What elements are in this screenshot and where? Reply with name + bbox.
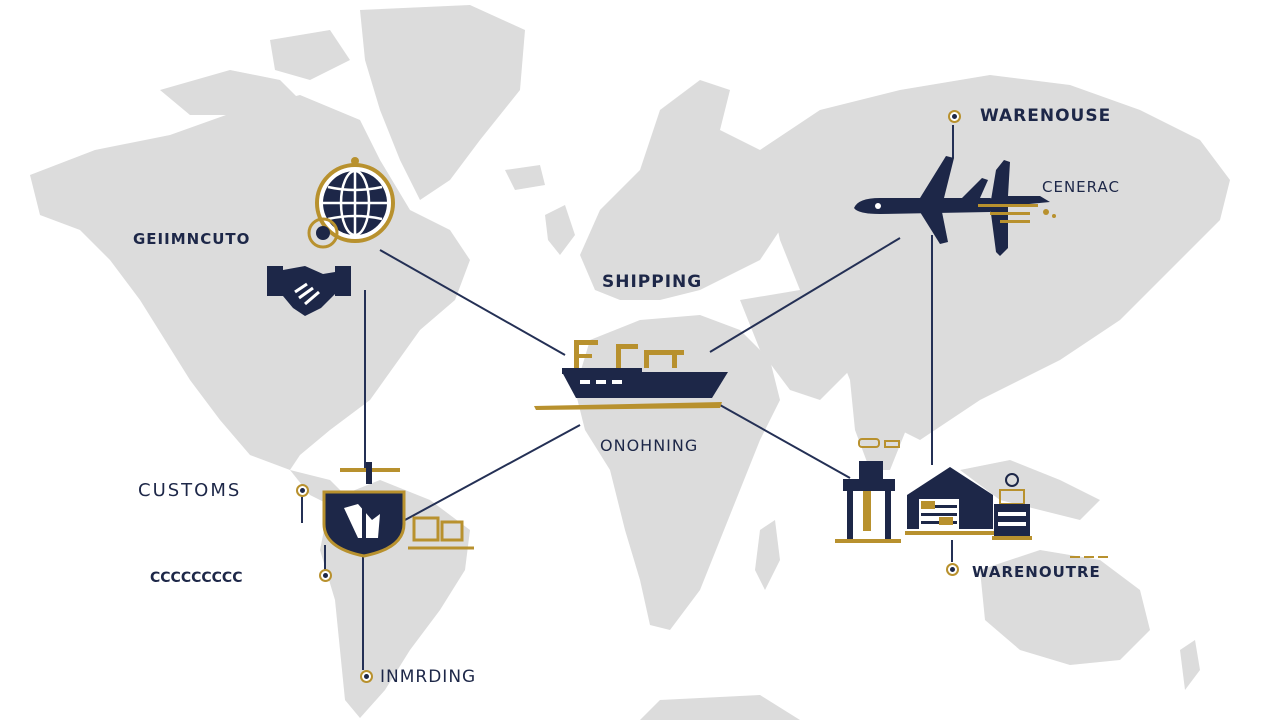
airplane-icon [854, 156, 1056, 256]
label-warenoutre: WARENOUTRE [972, 563, 1101, 581]
label-shipping: SHIPPING [602, 272, 703, 292]
route-shipping-warehouse [719, 404, 851, 479]
pin-warehouse-top [948, 110, 961, 123]
cargo-ship-icon [534, 340, 728, 410]
warehouse-icon [905, 467, 995, 535]
lines-icon [1070, 556, 1108, 558]
customs-shield-icon [322, 462, 474, 558]
pin-warenoutre [946, 563, 959, 576]
label-warehouse-top: WARENOUSE [980, 106, 1112, 126]
route-shipping-customs [404, 424, 581, 521]
route-shipping-air [709, 237, 901, 353]
globe-icon [307, 157, 395, 249]
label-customs: CUSTOMS [138, 480, 242, 501]
pin-inmrding [360, 670, 373, 683]
pin-customs [296, 484, 309, 497]
label-inmrding: INMRDING [380, 667, 477, 687]
label-onorning: ONOHNING [600, 436, 699, 455]
label-global-top: GEIIMNCUTO [133, 230, 251, 248]
port-crane-icon [835, 438, 901, 543]
handshake-icon [267, 266, 351, 316]
pin-chain [319, 569, 332, 582]
container-stack-icon [992, 473, 1032, 540]
label-chain: CCCCCCCCC [150, 570, 243, 586]
label-cenerac: CENERAC [1042, 178, 1120, 196]
route-global-shipping [379, 249, 566, 356]
